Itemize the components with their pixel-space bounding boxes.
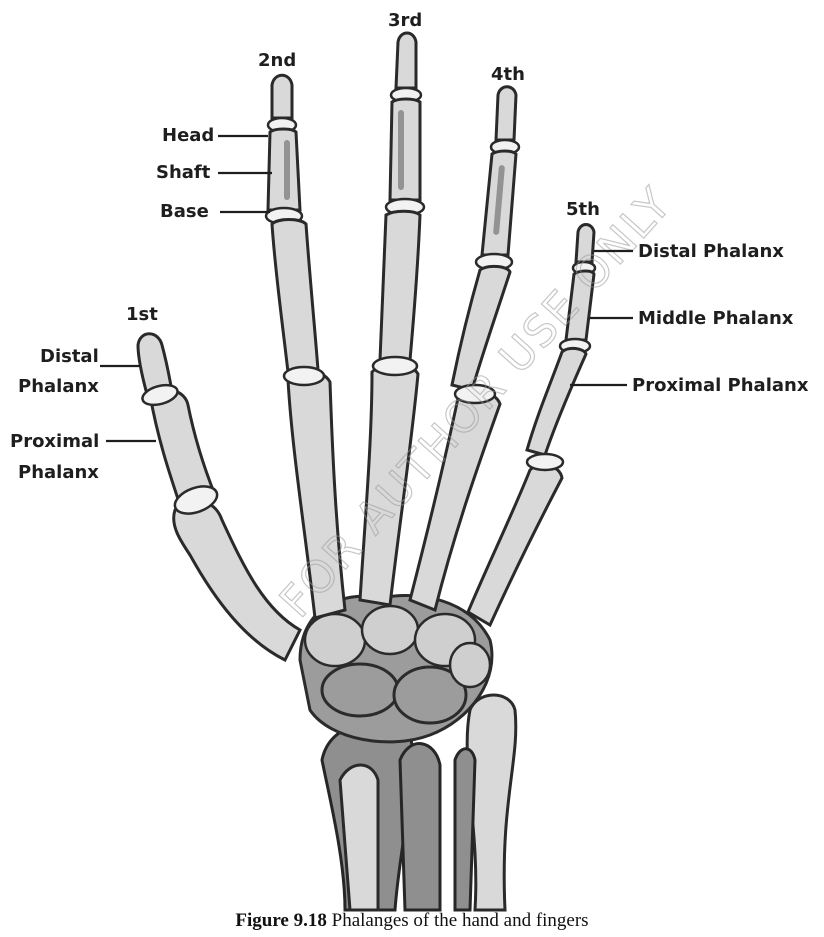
label-distal-left-line2: Phalanx bbox=[18, 376, 99, 397]
label-shaft: Shaft bbox=[156, 162, 211, 183]
label-finger-4th: 4th bbox=[491, 64, 525, 85]
ring-finger-phalanges bbox=[450, 85, 521, 405]
figure-number: Figure 9.18 bbox=[235, 910, 327, 931]
carpal-bones bbox=[298, 594, 494, 744]
label-distal-left-line1: Distal bbox=[40, 346, 99, 367]
label-distal-phalanx-right: Distal Phalanx bbox=[638, 241, 784, 262]
figure-caption: Figure 9.18 Phalanges of the hand and fi… bbox=[0, 910, 824, 932]
middle-finger-phalanges bbox=[371, 31, 426, 377]
label-finger-3rd: 3rd bbox=[388, 10, 422, 31]
index-finger-phalanges bbox=[264, 73, 326, 387]
metacarpal-bones bbox=[172, 361, 564, 663]
label-finger-5th: 5th bbox=[566, 199, 600, 220]
label-finger-2nd: 2nd bbox=[258, 50, 296, 71]
little-finger-phalanges bbox=[525, 223, 597, 472]
label-head: Head bbox=[162, 125, 214, 146]
label-base: Base bbox=[160, 201, 209, 222]
label-finger-1st: 1st bbox=[126, 304, 158, 325]
label-middle-phalanx: Middle Phalanx bbox=[638, 308, 794, 329]
label-proximal-left-line1: Proximal bbox=[10, 431, 99, 452]
thumb-phalanges bbox=[136, 332, 219, 515]
forearm-bones bbox=[320, 693, 518, 912]
figure-caption-text: Phalanges of the hand and fingers bbox=[326, 910, 589, 931]
label-proximal-phalanx-right: Proximal Phalanx bbox=[632, 375, 809, 396]
label-proximal-left-line2: Phalanx bbox=[18, 462, 99, 483]
